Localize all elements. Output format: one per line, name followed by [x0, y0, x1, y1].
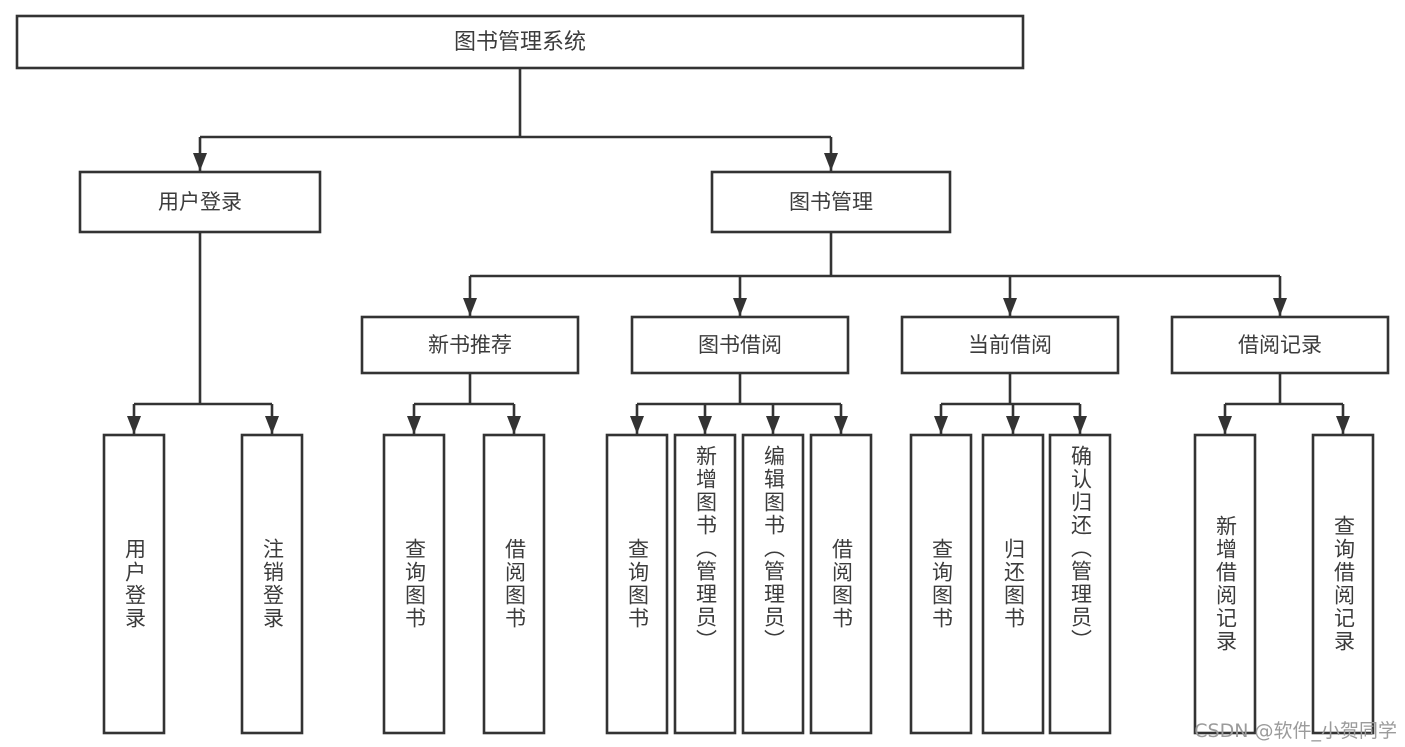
- arrow-head-icon-leaf-add-record: [1218, 416, 1232, 434]
- arrow-head-icon-leaf-query-book-2: [630, 416, 644, 434]
- node-box-leaf-query-record: [1311, 433, 1375, 735]
- arrow-head-icon-leaf-add-book: [698, 416, 712, 434]
- node-box-book-borrow: [630, 315, 850, 375]
- node-label-new-book-rec: 新书推荐: [428, 333, 512, 357]
- node-box-leaf-user-logout: [240, 433, 304, 735]
- arrow-head-icon-leaf-borrow-book-1: [507, 416, 521, 434]
- node-box-book-manage: [710, 170, 952, 234]
- node-box-leaf-add-record: [1193, 433, 1257, 735]
- node-box-user-login: [78, 170, 322, 234]
- arrow-head-icon-leaf-user-login: [127, 416, 141, 434]
- node-label-current-borrow: 当前借阅: [968, 333, 1052, 357]
- node-box-leaf-edit-book: [741, 433, 805, 735]
- arrow-head-icon-book-manage: [824, 153, 838, 171]
- arrow-head-icon-leaf-user-logout: [265, 416, 279, 434]
- arrow-head-icon-user-login: [193, 153, 207, 171]
- node-box-new-book-rec: [360, 315, 580, 375]
- node-box-leaf-query-book-2: [605, 433, 669, 735]
- node-box-leaf-user-login: [102, 433, 166, 735]
- arrow-head-icon-new-book-rec: [463, 298, 477, 316]
- node-box-leaf-query-book-3: [909, 433, 973, 735]
- arrow-head-icon-leaf-return-book: [1006, 416, 1020, 434]
- node-box-leaf-add-book: [673, 433, 737, 735]
- node-box-root: [15, 14, 1025, 70]
- node-box-leaf-borrow-book-2: [809, 433, 873, 735]
- node-label-root: 图书管理系统: [454, 30, 586, 55]
- arrow-head-icon-leaf-borrow-book-2: [834, 416, 848, 434]
- arrow-head-icon-leaf-edit-book: [766, 416, 780, 434]
- node-box-leaf-confirm-return: [1048, 433, 1112, 735]
- arrow-head-icon-leaf-query-record: [1336, 416, 1350, 434]
- node-label-user-login: 用户登录: [158, 190, 242, 214]
- node-box-borrow-record: [1170, 315, 1390, 375]
- node-label-borrow-record: 借阅记录: [1238, 333, 1322, 357]
- node-label-book-manage: 图书管理: [789, 190, 873, 214]
- arrow-head-icon-current-borrow: [1003, 298, 1017, 316]
- connector-lines-group: [127, 68, 1350, 434]
- arrow-head-icon-borrow-record: [1273, 298, 1287, 316]
- node-box-leaf-query-book-1: [382, 433, 446, 735]
- arrow-head-icon-book-borrow: [733, 298, 747, 316]
- arrow-head-icon-leaf-query-book-3: [934, 416, 948, 434]
- node-box-current-borrow: [900, 315, 1120, 375]
- arrow-head-icon-leaf-query-book-1: [407, 416, 421, 434]
- node-label-book-borrow: 图书借阅: [698, 333, 782, 357]
- node-box-leaf-return-book: [981, 433, 1045, 735]
- node-boxes-group: [15, 14, 1390, 735]
- arrow-head-icon-leaf-confirm-return: [1073, 416, 1087, 434]
- node-box-leaf-borrow-book-1: [482, 433, 546, 735]
